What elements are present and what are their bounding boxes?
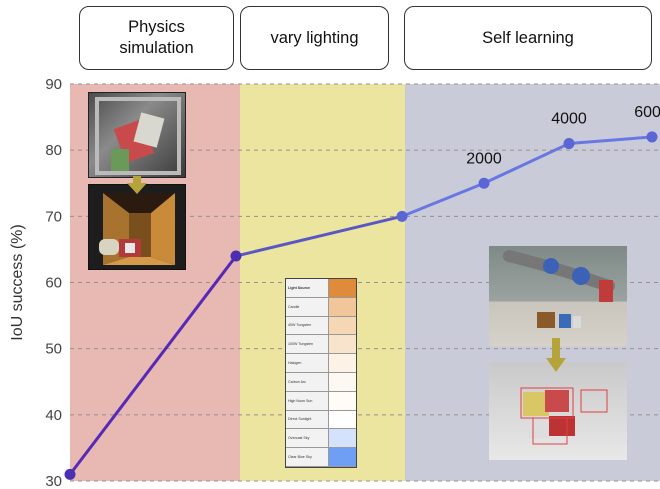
y-axis-title: IoU success (%)	[9, 224, 26, 340]
simulated-box-render	[88, 184, 186, 270]
light-table-header: Light Source	[286, 279, 356, 298]
phase-physics-simulation: Physics simulation	[79, 6, 234, 70]
light-color-swatch	[329, 354, 356, 372]
light-color-swatch	[329, 391, 356, 410]
robot-arm-photo	[489, 246, 627, 346]
light-color-swatch	[329, 372, 356, 391]
light-color-swatch	[329, 429, 356, 448]
robot-cell-photo	[88, 92, 186, 178]
y-tick-label: 30	[45, 473, 62, 489]
light-source-name: Clear Blue Sky	[286, 448, 329, 466]
series-line-segment	[400, 181, 486, 218]
light-table-row: Halogen	[286, 354, 356, 373]
light-source-name: Halogen	[286, 354, 329, 372]
point-label-4000: 4000	[551, 111, 587, 128]
light-color-swatch	[329, 448, 356, 466]
light-color-swatch	[329, 297, 356, 316]
light-table-row: Overcast Sky	[286, 429, 356, 449]
data-point	[646, 131, 658, 143]
phase-vary-lighting: vary lighting	[240, 6, 389, 70]
light-table-row: Clear Blue Sky	[286, 448, 356, 467]
light-color-swatch	[329, 335, 356, 354]
light-source-name: Carbon Arc	[286, 372, 329, 391]
point-labels: 2000 4000 6000	[466, 104, 660, 167]
series-line-segment	[68, 254, 238, 476]
data-point	[64, 468, 76, 480]
light-table-row: 40W Tungsten	[286, 316, 356, 336]
series-line-segment	[482, 142, 571, 185]
series-markers	[64, 131, 658, 480]
light-color-swatch	[329, 410, 356, 429]
data-point	[230, 250, 242, 262]
series-line-segment	[234, 214, 404, 258]
light-source-name: Direct Sunlight	[286, 410, 329, 429]
light-table-row: Carbon Arc	[286, 372, 356, 392]
y-tick-label: 90	[45, 76, 62, 93]
light-source-name: Candle	[286, 297, 329, 316]
y-tick-label: 50	[45, 341, 62, 358]
point-label-6000: 6000	[634, 104, 660, 121]
phase-self-learning: Self learning	[404, 6, 652, 70]
light-table-row: Candle	[286, 297, 356, 317]
light-source-name: High Noon Sun	[286, 391, 329, 410]
y-tick-label: 60	[45, 275, 62, 292]
light-table-header-swatch	[329, 279, 356, 297]
data-point	[563, 138, 575, 150]
y-tick-label: 70	[45, 208, 62, 225]
light-table-header-label: Light Source	[286, 279, 329, 297]
data-point	[396, 210, 408, 222]
y-tick-label: 80	[45, 142, 62, 159]
light-table-row: Direct Sunlight	[286, 410, 356, 430]
light-source-name: 100W Tungsten	[286, 335, 329, 354]
light-table-row: High Noon Sun	[286, 391, 356, 411]
light-source-name: 40W Tungsten	[286, 316, 329, 335]
series-lines	[68, 135, 654, 476]
series-line-segment	[567, 135, 654, 146]
y-tick-label: 40	[45, 407, 62, 424]
point-label-2000: 2000	[466, 150, 502, 167]
light-source-name: Overcast Sky	[286, 429, 329, 448]
light-color-swatch	[329, 316, 356, 335]
data-point	[478, 177, 490, 189]
light-table-row: 100W Tungsten	[286, 335, 356, 355]
detection-result-photo	[489, 362, 627, 460]
y-tick-labels: 30 40 50 60 70 80 90	[45, 76, 62, 489]
